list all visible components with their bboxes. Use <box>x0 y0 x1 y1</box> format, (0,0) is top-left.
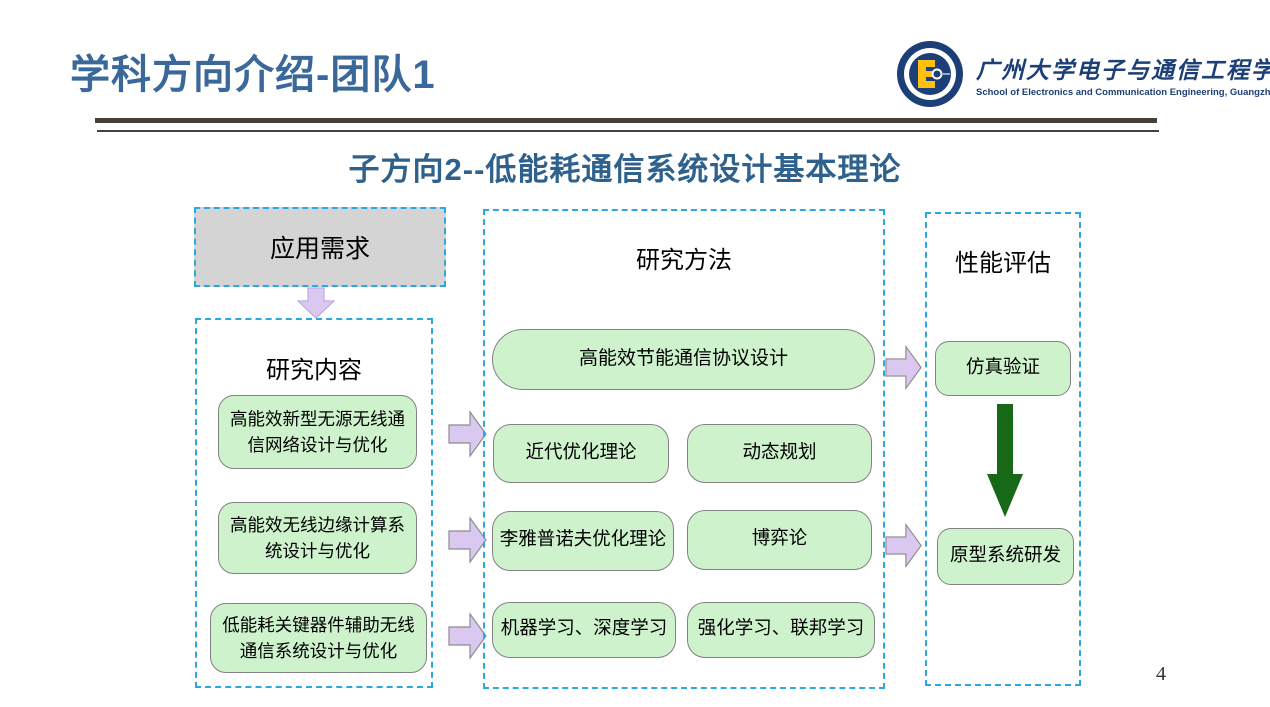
application-requirements-box: 应用需求 <box>194 207 446 287</box>
header-divider-thick <box>95 118 1157 123</box>
purple-arrow-right-icon <box>448 410 487 458</box>
purple-arrow-right-icon <box>448 516 487 564</box>
method-box: 强化学习、联邦学习 <box>687 602 875 658</box>
research-content-panel <box>195 318 433 688</box>
research-item: 低能耗关键器件辅助无线通信系统设计与优化 <box>210 603 427 673</box>
school-logo: 广州大学电子与通信工程学院 School of Electronics and … <box>896 40 1270 108</box>
page-number: 4 <box>1156 663 1166 685</box>
method-box: 博弈论 <box>687 510 872 570</box>
research-item: 高能效新型无源无线通信网络设计与优化 <box>218 395 417 469</box>
header-divider-thin <box>97 130 1159 132</box>
research-methods-title: 研究方法 <box>636 248 732 274</box>
method-box: 高能效节能通信协议设计 <box>492 329 875 390</box>
slide-subtitle: 子方向2--低能耗通信系统设计基本理论 <box>348 152 902 187</box>
method-box: 李雅普诺夫优化理论 <box>492 511 674 571</box>
page-title: 学科方向介绍-团队1 <box>70 53 436 97</box>
purple-arrow-right-icon <box>448 612 487 660</box>
prototype-development-box: 原型系统研发 <box>937 528 1074 585</box>
school-emblem-icon <box>897 41 963 107</box>
research-methods-panel <box>483 209 885 689</box>
method-box: 近代优化理论 <box>493 424 669 483</box>
simulation-verification-box: 仿真验证 <box>935 341 1071 396</box>
purple-arrow-right-icon <box>885 522 922 569</box>
research-content-title: 研究内容 <box>266 358 362 384</box>
evaluation-panel <box>925 212 1081 686</box>
school-name: 广州大学电子与通信工程学院 School of Electronics and … <box>976 51 1270 98</box>
school-name-en: School of Electronics and Communication … <box>976 86 1270 98</box>
research-item: 高能效无线边缘计算系统设计与优化 <box>218 502 417 574</box>
green-arrow-down-icon <box>987 404 1023 517</box>
purple-arrow-right-icon <box>885 344 922 391</box>
method-box: 机器学习、深度学习 <box>492 602 676 658</box>
school-name-cn: 广州大学电子与通信工程学院 <box>976 57 1270 83</box>
purple-arrow-down-icon <box>296 287 336 319</box>
method-box: 动态规划 <box>687 424 872 483</box>
evaluation-title: 性能评估 <box>955 251 1051 277</box>
